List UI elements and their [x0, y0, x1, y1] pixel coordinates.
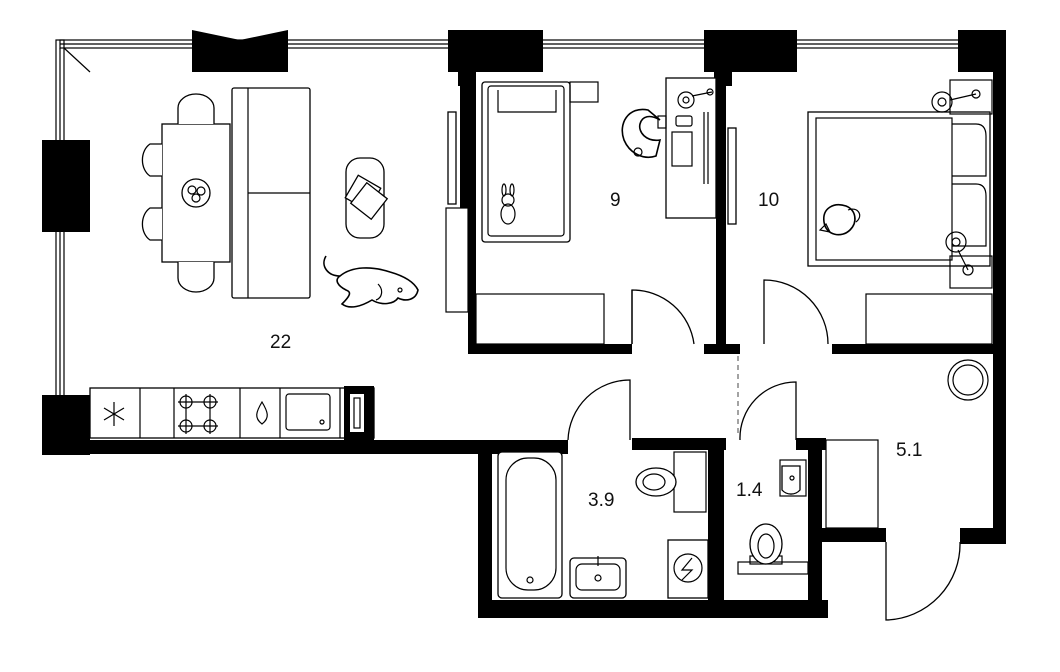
tv-master	[727, 127, 737, 225]
dog-icon	[323, 255, 419, 308]
bath-sink	[569, 556, 627, 599]
cooktop-icon	[178, 394, 218, 434]
bath-toilet	[635, 451, 707, 513]
water-drop-icon	[256, 400, 268, 425]
wc-sink	[779, 459, 807, 497]
coffee-table	[344, 157, 389, 239]
room-label-bedroom-master: 10	[758, 190, 779, 211]
room-label-toilet: 1.4	[736, 480, 763, 501]
doors	[567, 279, 961, 621]
sofa	[231, 87, 311, 299]
nightstand-lamp-top	[931, 79, 993, 115]
washing-machine	[667, 539, 709, 599]
walls	[90, 72, 1006, 618]
room-label-living: 22	[270, 332, 291, 353]
desk-child	[665, 77, 717, 219]
bathtub	[497, 451, 563, 599]
dining-set	[141, 93, 231, 293]
snowflake-icon	[103, 402, 125, 426]
child-wardrobe	[475, 293, 605, 345]
round-mirror	[947, 359, 989, 401]
kitchen-counter	[89, 386, 375, 440]
sink-icon	[285, 393, 331, 431]
master-bed	[807, 111, 991, 267]
tv	[445, 111, 469, 313]
child-bed	[481, 81, 599, 243]
master-wardrobe	[865, 293, 993, 345]
bunny-icon	[500, 183, 516, 225]
room-label-bedroom-child: 9	[610, 190, 621, 211]
nightstand-lamp-bottom	[945, 231, 993, 289]
office-chair	[621, 108, 667, 158]
wc-toilet	[737, 523, 809, 575]
room-label-hallway: 5.1	[896, 440, 922, 461]
wall-piers	[42, 30, 1006, 455]
cat-icon	[818, 204, 861, 236]
room-label-bathroom: 3.9	[588, 490, 614, 511]
